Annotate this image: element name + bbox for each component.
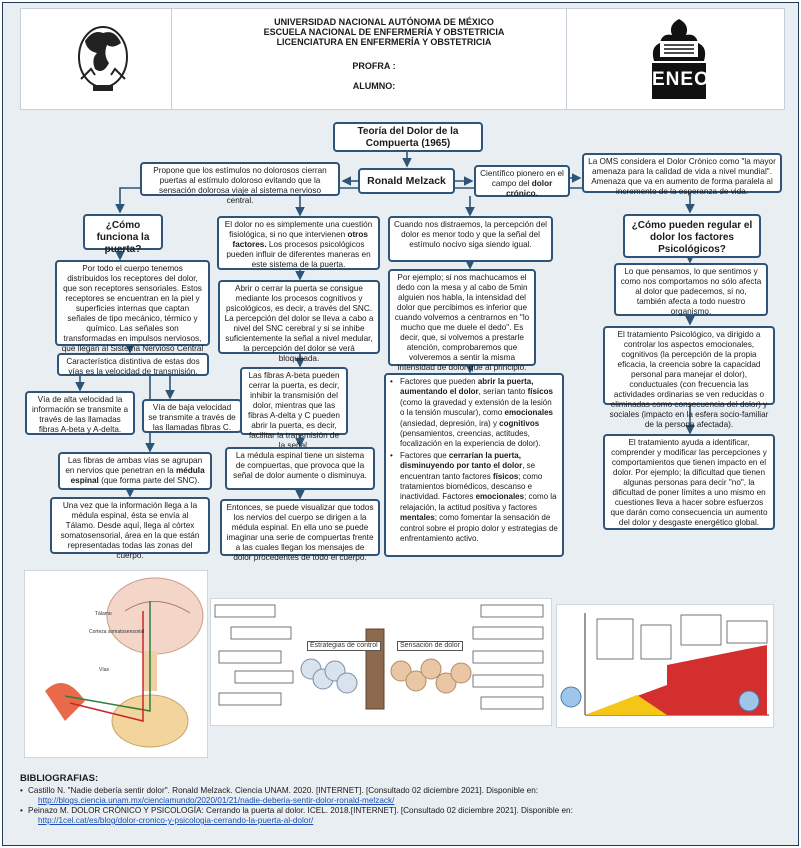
img1-label-corteza: Corteza somatosensorial	[89, 629, 145, 635]
bibliography-link-1[interactable]: http://blogs.ciencia.unam.mx/cienciamund…	[38, 796, 395, 805]
no-es-simplemente-box: El dolor no es simplemente una cuestión …	[217, 216, 380, 270]
no-es-text: El dolor no es simplemente una cuestión …	[224, 220, 373, 239]
fibras-abeta-box: Las fibras A-beta pueden cerrar la puert…	[240, 367, 348, 450]
pain-chart-illustration	[556, 604, 774, 728]
pain-pathway-illustration: Tálamo Corteza somatosensorial Vías	[24, 570, 208, 758]
f2h: mentales	[400, 513, 435, 523]
lo-que-pensamos-box: Lo que pensamos, lo que sentimos y como …	[614, 263, 768, 316]
university-name: UNIVERSIDAD NACIONAL AUTÓNOMA DE MÉXICO	[274, 17, 494, 27]
f1b: abrir la puerta, aumentando el dolor	[400, 377, 534, 397]
factores-box: Factores que pueden abrir la puerta, aum…	[384, 373, 564, 557]
medula-compuertas-box: La médula espinal tiene un sistema de co…	[225, 447, 375, 490]
f2e: ; como tratamientos biomédicos, descanso…	[400, 471, 543, 502]
alumno-label: ALUMNO:	[352, 81, 396, 91]
oms-box: La OMS considera el Dolor Crónico como "…	[582, 153, 782, 196]
por-ejemplo-box: Por ejemplo; si nos machucamos el dedo c…	[388, 269, 536, 372]
f1i: (pensamientos, creencias, actitudes, foc…	[400, 429, 541, 449]
img2-label-sensacion: Sensación de dolor	[397, 641, 463, 651]
f2f: emocionales	[475, 492, 525, 502]
como-regular-heading: ¿Cómo pueden regular el dolor los factor…	[623, 214, 761, 258]
tratamiento-ayuda-box: El tratamiento ayuda a identificar, comp…	[603, 434, 775, 530]
agrupan-text: Las fibras de ambas vías se agrupan en n…	[65, 456, 203, 475]
f1c: , serían tanto	[478, 387, 528, 397]
propone-box: Propone que los estímulos no dolorosos c…	[140, 162, 340, 205]
factores-abrir-item: Factores que pueden abrir la puerta, aum…	[390, 377, 558, 450]
header-divider	[566, 9, 567, 109]
cientifico-text: Científico pionero en el campo del	[480, 169, 564, 188]
degree-name: LICENCIATURA EN ENFERMERÍA Y OBSTETRICIA	[276, 37, 492, 47]
factores-cerrar-item: Factores que cerrarían la puerta, dismin…	[390, 451, 558, 545]
como-funciona-heading: ¿Cómo funciona la puerta?	[83, 214, 163, 255]
cientifico-bold: dolor crónico.	[506, 179, 553, 198]
author-box: Ronald Melzack	[358, 168, 455, 194]
abrir-cerrar-box: Abrir o cerrar la puerta se consigue med…	[218, 280, 380, 363]
agrupan-text-end: (que forma parte del SNC).	[98, 476, 200, 485]
no-es-bold: otros factores.	[232, 230, 368, 249]
bibliography: BIBLIOGRAFIAS: Castillo N. "Nadie deberí…	[20, 774, 785, 826]
cientifico-box: Científico pionero en el campo del dolor…	[474, 165, 570, 198]
school-name: ESCUELA NACIONAL DE ENFERMERÍA Y OBSTETR…	[263, 27, 505, 37]
img1-label-vias: Vías	[99, 667, 110, 673]
f2i: ; como fomentar la sensación de control …	[400, 513, 558, 544]
header-text: UNIVERSIDAD NACIONAL AUTÓNOMA DE MÉXICO …	[173, 15, 595, 105]
una-vez-box: Una vez que la información llega a la mé…	[50, 497, 210, 560]
agrupan-box: Las fibras de ambas vías se agrupan en n…	[58, 452, 212, 490]
img1-label-talamo: Tálamo	[95, 611, 112, 617]
profesor-label: PROFRA :	[352, 61, 396, 71]
unam-seal-logo	[73, 19, 133, 99]
control-strategies-illustration: Estrategias de control Sensación de dolo…	[210, 598, 552, 726]
alta-velocidad-box: Vía de alta velocidad la información se …	[25, 391, 135, 435]
f1g: (ansiedad, depresión, ira) y	[400, 418, 500, 428]
eneo-text: ENEO	[652, 69, 710, 90]
f1d: físicos	[527, 387, 553, 397]
caracteristica-box: Característica distintiva de estas dos v…	[57, 353, 209, 376]
header-divider	[171, 9, 172, 109]
f2c: , se encuentran tanto factores	[400, 461, 536, 481]
bibliography-link-2[interactable]: http://1cel.cat/es/blog/dolor-cronico-y-…	[38, 816, 314, 825]
img2-label-estrategias: Estrategias de control	[307, 641, 381, 651]
todo-cuerpo-box: Por todo el cuerpo tenemos distribuidos …	[55, 260, 210, 363]
f1e: (como la gravedad y extensión de la lesi…	[400, 397, 552, 418]
baja-velocidad-box: Vía de baja velocidad se transmite a tra…	[142, 399, 242, 433]
f2d: físicos	[492, 471, 519, 481]
f1a: Factores que pueden	[400, 377, 478, 386]
bibliography-entry-2: Peinazo M. DOLOR CRÓNICO Y PSICOLOGÍA: C…	[20, 806, 785, 816]
eneo-logo: ENEO	[646, 17, 712, 103]
header: UNIVERSIDAD NACIONAL AUTÓNOMA DE MÉXICO …	[20, 8, 785, 110]
bibliography-heading: BIBLIOGRAFIAS:	[20, 773, 99, 784]
bibliography-entry-1: Castillo N. "Nadie debería sentir dolor"…	[20, 786, 785, 796]
map-title: Teoría del Dolor de la Compuerta (1965)	[333, 122, 483, 152]
cuando-distraemos-box: Cuando nos distraemos, la percepción del…	[388, 216, 553, 262]
f1h: cognitivos	[499, 418, 540, 428]
tratamiento-psicologico-box: El tratamiento Psicológico, va dirigido …	[603, 326, 775, 429]
f2b: cerrarían la puerta, disminuyendo por ta…	[400, 450, 523, 471]
no-es-text-end: Los procesos psicológicos pueden influir…	[226, 240, 371, 269]
f2g: ; como la relajación, la actitud positiv…	[400, 492, 557, 512]
entonces-box: Entonces, se puede visualizar que todos …	[220, 499, 380, 562]
agrupan-bold: médula espinal	[70, 466, 205, 485]
f2a: Factores que	[400, 450, 449, 460]
f1f: emocionales	[504, 408, 553, 418]
